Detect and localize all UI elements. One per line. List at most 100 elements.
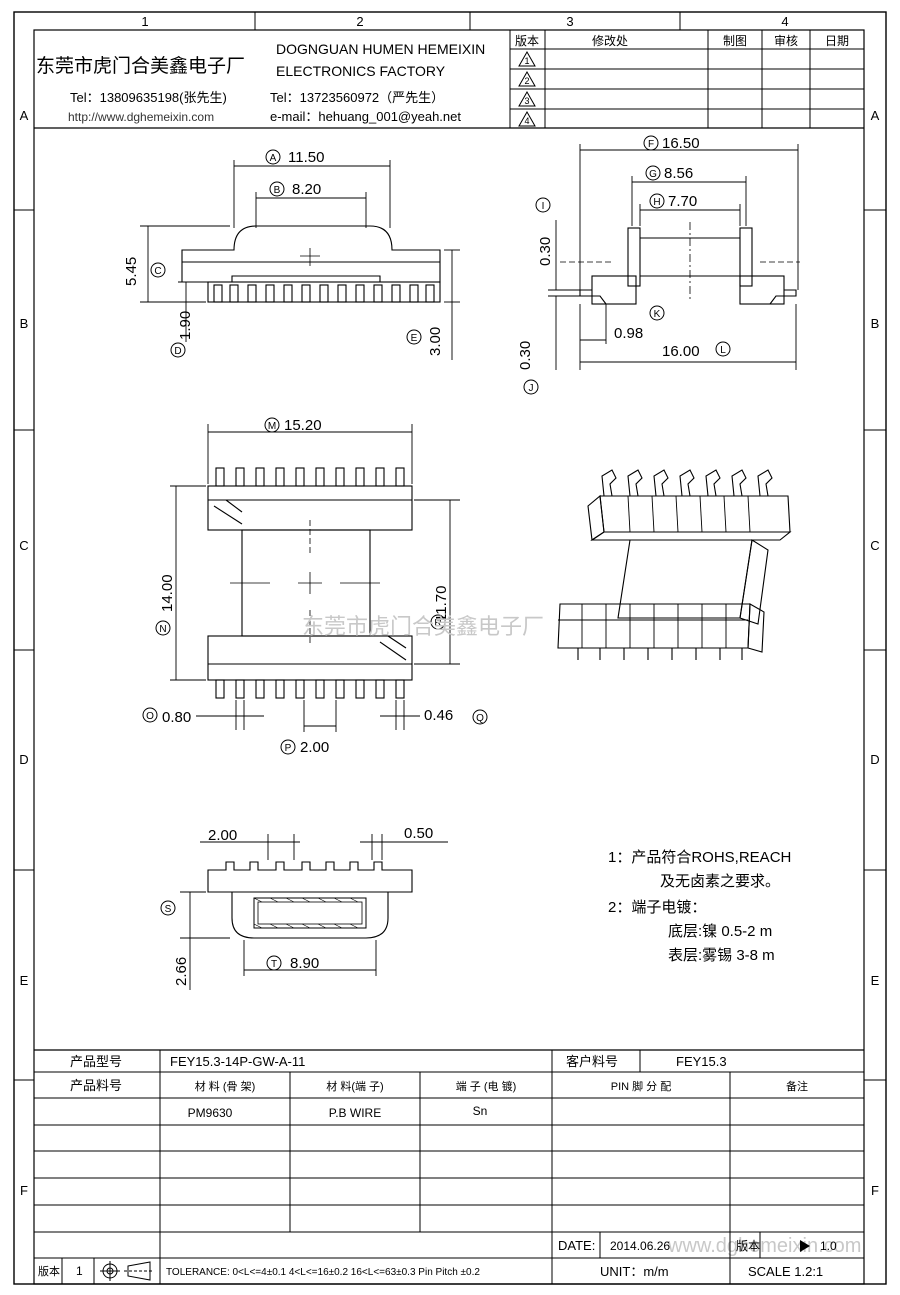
svg-text:J: J: [529, 383, 534, 394]
watermark-text: 东莞市虎门合美鑫电子厂: [302, 614, 544, 639]
rev-row-1: 1: [524, 56, 529, 66]
unit-text: UNIT：m/m: [600, 1264, 669, 1279]
material-pin-label: 材 料(端 子): [326, 1079, 383, 1093]
svg-text:G: G: [649, 169, 657, 180]
callout-s-icon: S: [160, 900, 176, 916]
dim-k-value: 0.98: [614, 325, 643, 342]
zone-col-1: 1: [141, 14, 148, 29]
note-line-2: 及无卤素之要求。: [660, 873, 780, 890]
remark-label: 备注: [786, 1079, 808, 1093]
zone-row-f-left: F: [20, 1183, 28, 1198]
dim-f-value: 16.50: [662, 135, 700, 152]
rev-value: 1: [76, 1264, 83, 1278]
scale-text: SCALE 1.2:1: [748, 1264, 823, 1279]
callout-r-icon: R: [430, 614, 446, 630]
front-view: [181, 225, 441, 303]
dim-e-value: 3.00: [427, 327, 444, 356]
svg-text:F: F: [648, 139, 654, 150]
svg-text:N: N: [159, 624, 166, 635]
company-tel-2: Tel：13723560972（严先生）: [270, 90, 444, 105]
company-email: e-mail：hehuang_001@yeah.net: [270, 109, 461, 124]
date-value: 2014.06.26: [610, 1239, 670, 1253]
rev-header-change: 修改处: [592, 33, 628, 48]
zone-row-a-right: A: [871, 108, 880, 123]
isometric-view: [557, 469, 792, 660]
material-bobbin-value: PM9630: [188, 1106, 233, 1120]
bottom-view-dims: [170, 424, 460, 732]
dim-p-value: 2.00: [300, 739, 329, 756]
callout-m-icon: M: [264, 417, 280, 433]
svg-text:R: R: [434, 618, 441, 629]
callout-q-icon: Q: [472, 709, 488, 725]
dim-i-value: 0.30: [537, 237, 554, 266]
bottom-view: [207, 467, 413, 699]
zone-col-2: 2: [356, 14, 363, 29]
dim-d-value: 1.90: [177, 311, 194, 340]
inner-frame: [33, 29, 865, 1285]
svg-text:O: O: [146, 711, 154, 722]
note-line-5: 表层:雾锡 3-8 m: [668, 947, 775, 964]
material-bobbin-label: 材 料 (骨 架): [195, 1079, 256, 1093]
zone-col-4: 4: [781, 14, 788, 29]
rev-label: 版本: [38, 1264, 60, 1278]
rev-triangle-icon: [518, 110, 536, 127]
svg-text:D: D: [174, 346, 181, 357]
tolerance-text: TOLERANCE: 0<L<=4±0.1 4<L<=16±0.2 16<L<=…: [166, 1267, 480, 1278]
callout-i-icon: I: [535, 197, 551, 213]
zone-col-3: 3: [566, 14, 573, 29]
svg-text:T: T: [271, 959, 277, 970]
rev-row-3: 3: [524, 96, 529, 106]
svg-text:C: C: [154, 266, 161, 277]
zone-row-f-right: F: [871, 1183, 879, 1198]
note-line-1: 1：产品符合ROHS,REACH: [608, 849, 791, 866]
dim-m-value: 15.20: [284, 417, 322, 434]
rev-triangle-icon: [518, 50, 536, 67]
plating-label: 端 子 (电 镀): [456, 1079, 517, 1093]
callout-f-icon: F: [643, 135, 659, 151]
version-value: 1.0: [820, 1239, 837, 1253]
callout-h-icon: H: [649, 193, 665, 209]
dim-g-value: 8.56: [664, 165, 693, 182]
callout-l-icon: L: [715, 341, 731, 357]
zone-row-b-left: B: [20, 316, 29, 331]
plating-value: Sn: [473, 1104, 488, 1118]
date-label: DATE:: [558, 1238, 595, 1253]
callout-o-icon: O: [142, 707, 158, 723]
callout-p-icon: P: [280, 739, 296, 755]
callout-t-icon: T: [266, 955, 282, 971]
rev-header-version: 版本: [515, 34, 539, 48]
svg-text:B: B: [274, 185, 281, 196]
svg-text:L: L: [720, 345, 726, 356]
note-line-4: 底层:镍 0.5-2 m: [668, 922, 772, 940]
dim-top-right-value: 0.50: [404, 825, 433, 842]
dim-t-value: 8.90: [290, 955, 319, 972]
svg-text:H: H: [653, 197, 660, 208]
zone-row-b-right: B: [871, 316, 880, 331]
rev-triangle-icon: [518, 70, 536, 87]
customer-part-value: FEY15.3: [676, 1054, 727, 1069]
zone-row-e-left: E: [20, 973, 29, 988]
callout-k-icon: K: [649, 305, 665, 321]
dim-l-value: 16.00: [662, 343, 700, 360]
dimension-callouts: A B C D E F G H I J K L M N O P Q R S T: [142, 135, 731, 971]
svg-text:P: P: [285, 743, 292, 754]
pin-assignment-label: PIN 脚 分 配: [611, 1079, 672, 1093]
company-website-link[interactable]: http://www.dghemeixin.com: [68, 110, 214, 124]
company-name-en-line2: ELECTRONICS FACTORY: [276, 63, 446, 79]
zone-ticks: [14, 12, 886, 1081]
callout-a-icon: A: [265, 149, 281, 165]
zone-row-a-left: A: [20, 108, 29, 123]
customer-part-label: 客户料号: [566, 1054, 618, 1069]
rev-header-drawn: 制图: [723, 34, 747, 48]
dim-h-value: 7.70: [668, 193, 697, 210]
svg-text:E: E: [411, 333, 418, 344]
callout-b-icon: B: [269, 181, 285, 197]
dim-a-value: 11.50: [288, 149, 324, 166]
callout-c-icon: C: [150, 262, 166, 278]
version-label: 版本: [736, 1239, 760, 1253]
side-view-dims: [548, 144, 799, 370]
zone-row-c-right: C: [870, 538, 879, 553]
rev-triangle-icon: [518, 90, 536, 107]
section-view: [207, 861, 413, 939]
